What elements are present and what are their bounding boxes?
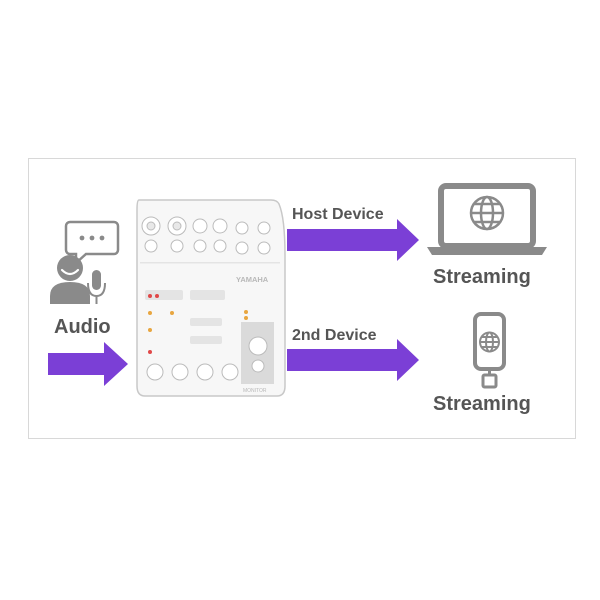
- mixer-monitor-label: MONITOR: [243, 388, 267, 394]
- globe-icon: [479, 331, 500, 353]
- second-device-label: 2nd Device: [292, 327, 377, 344]
- streaming-label-laptop: Streaming: [433, 266, 531, 288]
- speech-bubble-icon: [64, 220, 120, 266]
- streaming-label-phone: Streaming: [433, 393, 531, 415]
- host-device-label: Host Device: [292, 206, 384, 223]
- input-arrow: [48, 342, 128, 386]
- audio-label: Audio: [54, 316, 111, 338]
- speaker-person-icon: [50, 255, 90, 304]
- smartphone-icon: [473, 312, 506, 389]
- globe-icon: [469, 195, 505, 231]
- second-output-arrow: [287, 339, 419, 381]
- host-output-arrow: [287, 219, 419, 261]
- mixer-device: YAMAHA MONITOR: [136, 199, 286, 397]
- mixer-brand: YAMAHA: [236, 275, 269, 284]
- laptop-icon: [427, 183, 547, 255]
- microphone-icon: [87, 270, 106, 304]
